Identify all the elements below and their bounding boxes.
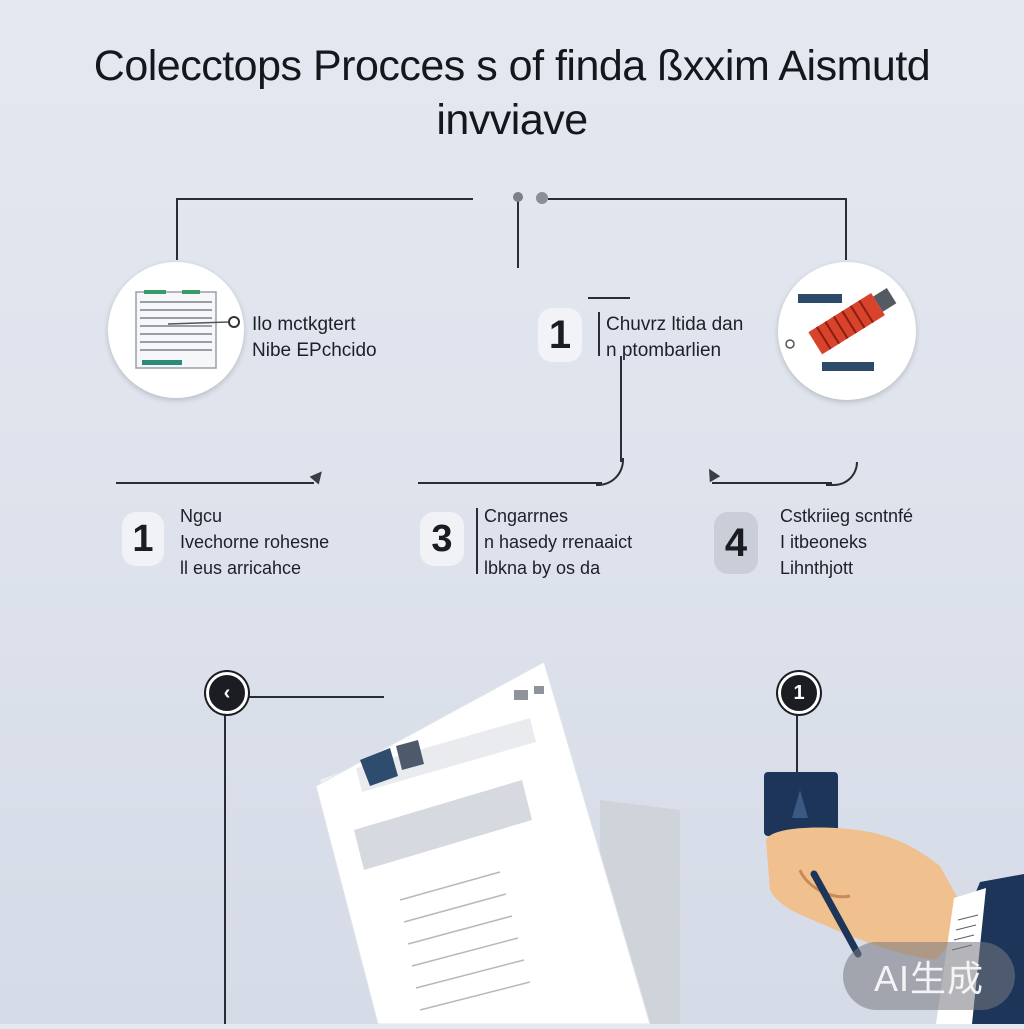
step-mid-3-line2: n hasedy rrenaaict [484, 532, 633, 552]
step-top-center-line1: Chuvrz ltida dan [606, 314, 744, 335]
step-top-center-line2: n ptombarlien [606, 340, 722, 361]
connector-mid-right [712, 482, 832, 484]
step-mid-4-text: Cstkriieg scntnfé I itbeoneks Lihnthjott [780, 503, 913, 581]
tool-pencil-icon [778, 262, 916, 400]
step-mid-1-line1: Ngcu [180, 506, 223, 526]
node-bottom-right: 1 [778, 672, 820, 714]
step-mid-3-line3: lbkna by os da [484, 558, 601, 578]
step-top-left-text: Ilo mctkgtert Nibe EPchcido [252, 312, 377, 364]
connector-mid-left [116, 482, 314, 484]
step-mid-4-line1: Cstkriieg scntnfé [780, 506, 914, 526]
step-mid-1-line3: ll eus arricahce [180, 558, 302, 578]
node-bottom-left: ‹ [206, 672, 248, 714]
step-mid-3-text: Cngarrnes n hasedy rrenaaict lbkna by os… [484, 503, 632, 581]
connector-bottom-right-v [796, 708, 798, 774]
paper-document-icon [300, 660, 680, 1025]
diagram-title-line2: invviave [436, 96, 588, 144]
step-mid-3-line1: Cngarrnes [484, 506, 569, 526]
diagram-title-line1: Colecctops Procces s of finda ßxxim Aism… [93, 42, 931, 90]
step-top-center-bracket-v [598, 312, 600, 356]
ai-generated-badge: AI生成 [843, 942, 1015, 1010]
step-top-left-line2: Nibe EPchcido [252, 340, 377, 361]
step-mid-3-number: 3 [420, 512, 464, 566]
connector-center-down [620, 356, 622, 462]
step-top-center-text: Chuvrz ltida dan n ptombarlien [606, 312, 743, 364]
connector-center-v [517, 200, 519, 268]
step-mid-1-line2: Ivechorne rohesne [180, 532, 330, 552]
step-mid-4-line2: I itbeoneks [780, 532, 868, 552]
connector-top-right-v [845, 198, 847, 260]
connector-top-left-h [178, 198, 473, 200]
arrow-mid-center-curve [596, 458, 624, 486]
step-mid-3-bracket [476, 508, 478, 574]
connector-mid-center [418, 482, 602, 484]
step-top-center-number: 1 [538, 308, 582, 362]
step-mid-4-number: 4 [714, 512, 758, 574]
connector-bottom-left-v [224, 708, 226, 1024]
connector-center-dot-2 [536, 192, 548, 204]
connector-center-dot [513, 192, 523, 202]
connector-top-right-h [548, 198, 846, 200]
connector-top-left-v [176, 198, 178, 260]
connector-mid-right-curve [826, 462, 858, 486]
step-top-left-line1: Ilo mctkgtert [252, 314, 356, 335]
connector-bottom-left-h [244, 696, 384, 698]
step-mid-1-number: 1 [122, 512, 164, 566]
arrow-mid-right-icon [703, 465, 721, 483]
document-list-icon [108, 262, 244, 398]
step-mid-1-text: Ngcu Ivechorne rohesne ll eus arricahce [180, 503, 329, 581]
step-mid-4-line3: Lihnthjott [780, 558, 854, 578]
step-top-center-bracket-h [588, 297, 630, 299]
